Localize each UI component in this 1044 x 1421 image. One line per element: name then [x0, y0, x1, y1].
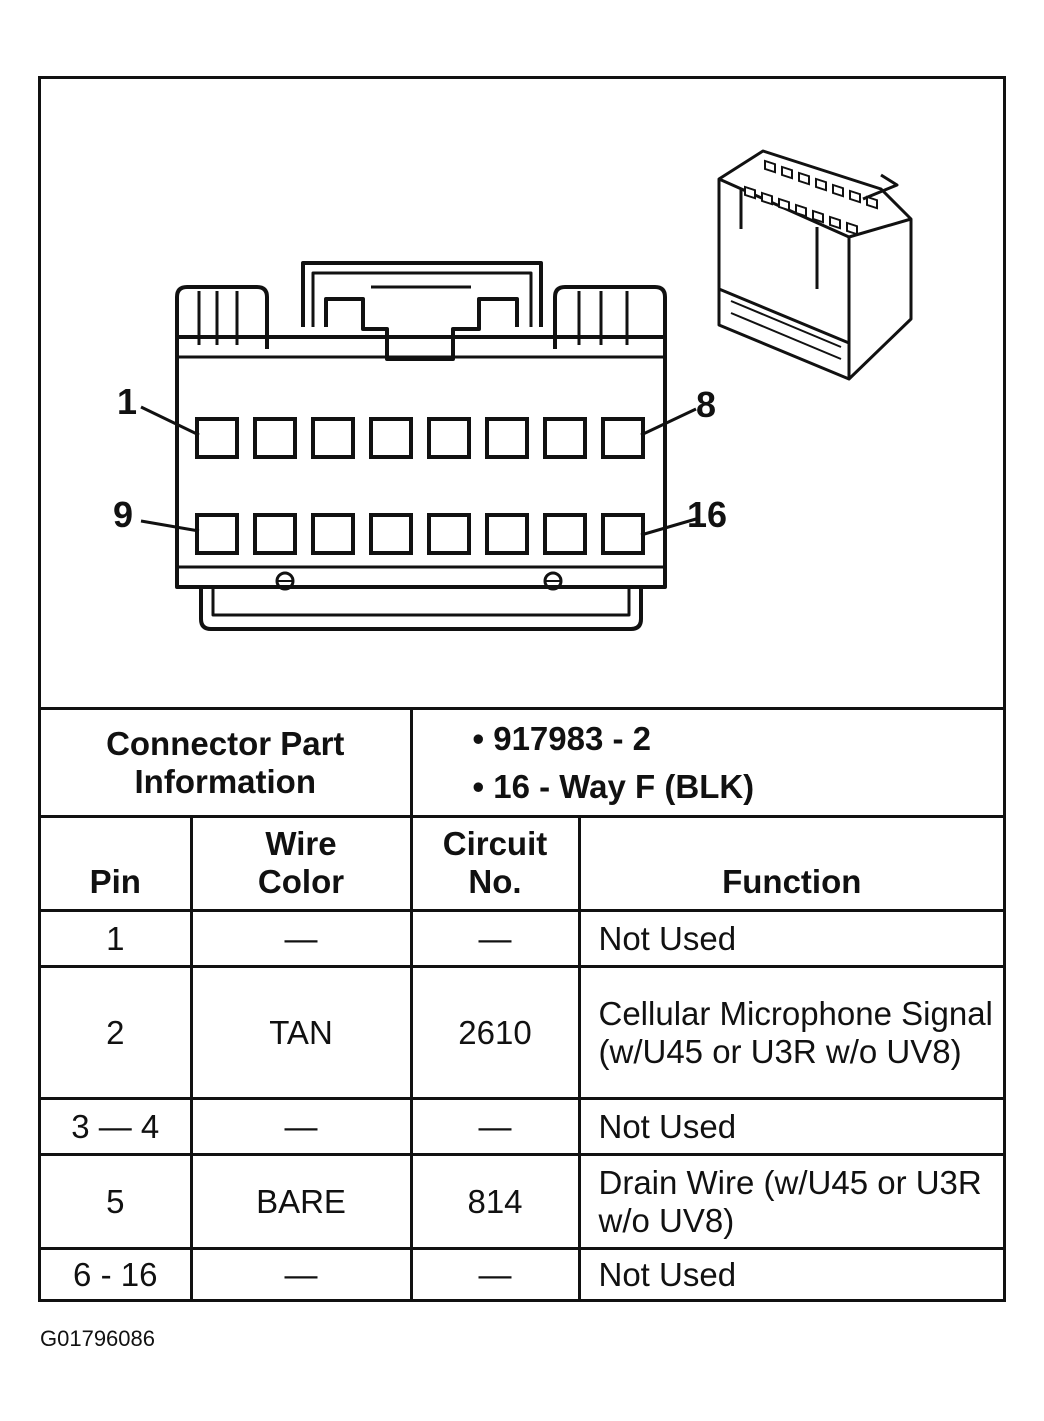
- cell-wire-color: —: [189, 1097, 413, 1156]
- iso-pin-cavity: [778, 197, 790, 212]
- cell-circuit: 2610: [409, 965, 581, 1100]
- cell-wire-color: TAN: [189, 965, 413, 1100]
- cell-function: Cellular Microphone Signal (w/U45 or U3R…: [577, 965, 1003, 1100]
- pin-cavity-16: [601, 513, 645, 555]
- pin-label-16: 16: [687, 494, 728, 535]
- pin-cavity-4: [369, 417, 413, 459]
- header-wire-color: Wire Color: [189, 815, 413, 912]
- cell-wire-color: BARE: [189, 1153, 413, 1250]
- iso-pin-cavity: [795, 203, 807, 218]
- pin-cavity-1: [195, 417, 239, 459]
- header-circuit-line2: No.: [468, 863, 522, 900]
- pin-cavity-9: [195, 513, 239, 555]
- iso-pin-cavity: [812, 209, 824, 224]
- connector-table: Connector Part Information • 917983 - 2 …: [41, 707, 1003, 1301]
- cell-wire-color: —: [189, 1247, 413, 1301]
- pin-cavity-15: [543, 513, 587, 555]
- iso-pin-cavity: [832, 183, 844, 198]
- diagram-frame: 1 8 9 16 Connector Part Information • 91…: [38, 76, 1006, 1302]
- iso-pin-cavity: [781, 165, 793, 180]
- header-wire-line1: Wire: [265, 825, 337, 862]
- connector-diagram: 1 8 9 16: [41, 79, 1003, 707]
- iso-pin-cavity: [829, 215, 841, 230]
- iso-pin-cavity: [761, 191, 773, 206]
- table-row: 1 — — Not Used: [41, 909, 1003, 968]
- cell-function: Not Used: [577, 909, 1003, 968]
- pin-cavity-6: [485, 417, 529, 459]
- iso-pin-cavity: [849, 189, 861, 204]
- pin-cavity-10: [253, 513, 297, 555]
- cell-pin: 5: [41, 1153, 193, 1250]
- header-circuit-line1: Circuit: [442, 825, 548, 862]
- table-row: 2 TAN 2610 Cellular Microphone Signal (w…: [41, 965, 1003, 1100]
- pin-cavity-14: [485, 513, 529, 555]
- pin-cavity-11: [311, 513, 355, 555]
- iso-pin-cavity: [764, 159, 776, 174]
- pin-cavity-8: [601, 417, 645, 459]
- header-pin: Pin: [41, 815, 193, 912]
- cell-circuit: —: [409, 1247, 581, 1301]
- table-row: 5 BARE 814 Drain Wire (w/U45 or U3R w/o …: [41, 1153, 1003, 1250]
- part-type: • 16 - Way F (BLK): [472, 767, 755, 805]
- table-row: 6 - 16 — — Not Used: [41, 1247, 1003, 1301]
- iso-pin-cavity: [798, 171, 810, 186]
- cell-pin: 3 — 4: [41, 1097, 193, 1156]
- connector-label-line1: Connector Part: [106, 724, 345, 762]
- pin-label-1: 1: [117, 381, 138, 422]
- pin-cavity-5: [427, 417, 471, 459]
- header-circuit: Circuit No.: [409, 815, 581, 912]
- cell-pin: 1: [41, 909, 193, 968]
- cell-wire-color: —: [189, 909, 413, 968]
- cell-pin: 2: [41, 965, 193, 1100]
- cell-pin: 6 - 16: [41, 1247, 193, 1301]
- cell-function: Drain Wire (w/U45 or U3R w/o UV8): [577, 1153, 1003, 1250]
- pin-label-9: 9: [113, 494, 134, 535]
- part-number: • 917983 - 2: [472, 719, 652, 757]
- iso-pin-cavity: [866, 195, 878, 210]
- pin-label-8: 8: [696, 384, 717, 425]
- connector-info-row: Connector Part Information • 917983 - 2 …: [41, 707, 1003, 818]
- pin-cavity-2: [253, 417, 297, 459]
- table-header-row: Pin Wire Color Circuit No. Function: [41, 815, 1003, 912]
- pin-cavity-3: [311, 417, 355, 459]
- cell-circuit: —: [409, 909, 581, 968]
- pin-cavity-7: [543, 417, 587, 459]
- table-row: 3 — 4 — — Not Used: [41, 1097, 1003, 1156]
- iso-pin-cavity: [744, 185, 756, 200]
- connector-part-numbers: • 917983 - 2 • 16 - Way F (BLK): [409, 707, 1003, 818]
- cell-function: Not Used: [577, 1247, 1003, 1301]
- pin-cavity-12: [369, 513, 413, 555]
- connector-face-illustration: [140, 149, 913, 631]
- header-wire-line2: Color: [257, 863, 345, 900]
- iso-pin-cavity: [846, 221, 858, 236]
- connector-label-line2: Information: [134, 762, 316, 800]
- figure-code: G01796086: [40, 1326, 155, 1351]
- pin-cavity-13: [427, 513, 471, 555]
- cell-function: Not Used: [577, 1097, 1003, 1156]
- cell-circuit: —: [409, 1097, 581, 1156]
- cell-circuit: 814: [409, 1153, 581, 1250]
- header-function: Function: [577, 815, 1003, 912]
- connector-part-info-label: Connector Part Information: [41, 707, 413, 818]
- iso-pin-cavity: [815, 177, 827, 192]
